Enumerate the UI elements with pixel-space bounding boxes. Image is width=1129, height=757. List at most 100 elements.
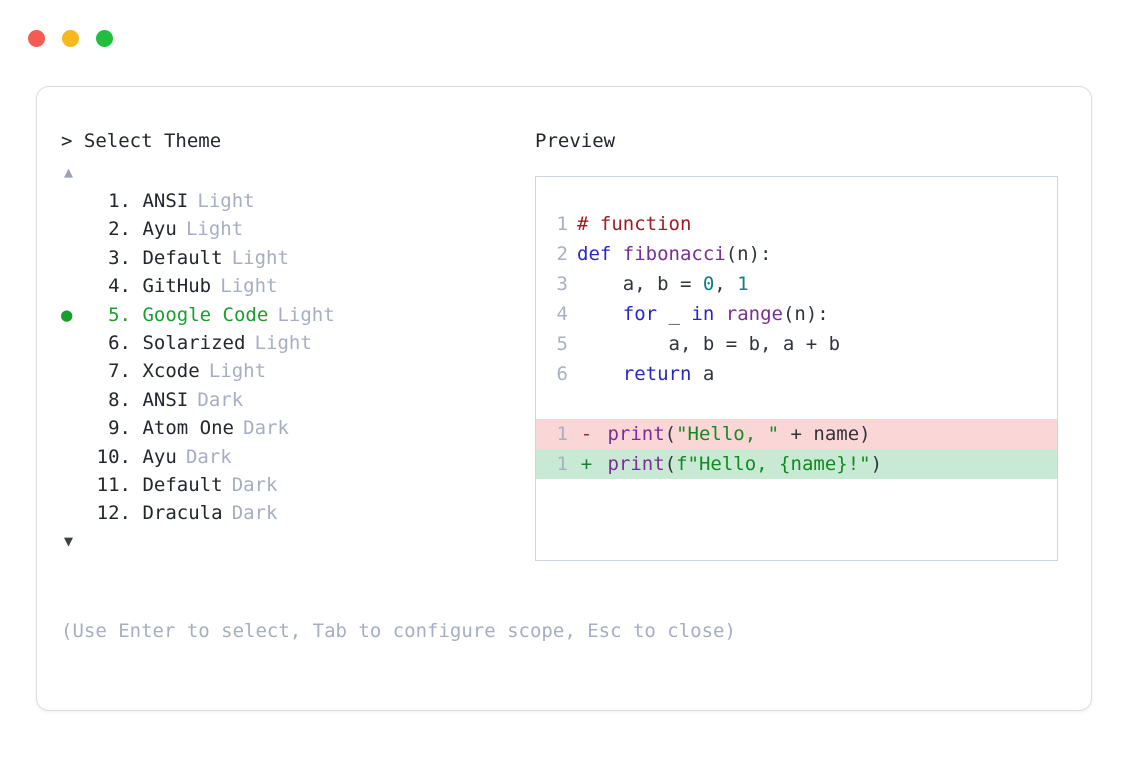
code-token: + name) [779,423,871,445]
theme-item-variant: Light [254,332,312,355]
code-line-text: return a [577,359,715,389]
theme-list-item[interactable]: ● 6. Solarized Light [61,329,531,357]
line-number: 2 [556,243,568,265]
scroll-down-icon[interactable]: ▼ [64,531,74,550]
selected-bullet-icon: ● [61,187,89,215]
selected-bullet-icon: ● [61,303,73,326]
theme-item-number: 11. [96,474,131,497]
selected-bullet-icon: ● [61,499,89,527]
selected-bullet-icon: ● [61,443,89,471]
maximize-window-icon[interactable] [96,30,113,47]
code-token: ) [870,453,883,475]
code-token: return [622,363,692,385]
theme-item-variant: Light [197,190,255,212]
theme-item-number: 8. [108,388,131,411]
code-token: a, b = b, a + b [577,333,841,355]
theme-item-name: GitHub [131,275,212,298]
code-token: 1 [737,273,749,295]
diff-line-text: print(f"Hello, {name}!") [596,449,882,479]
line-number: 3 [556,273,568,295]
code-token: "Hello, " [676,423,780,445]
code-token: (n): [782,303,829,325]
selected-bullet-icon: ● [61,414,89,442]
theme-item-name: Ayu [131,445,177,468]
theme-item-number: 4. [108,275,131,298]
code-line: 3 a, b = 0, 1 [536,269,1057,299]
theme-item-name: Default [131,474,223,497]
theme-item-number: 9. [108,417,131,440]
diff-line-number: 1 [556,423,568,445]
theme-item-name: Xcode [131,360,200,383]
code-token: 0 [702,273,715,295]
code-token: fibonacci [622,243,726,265]
diff-line-del: 1- print("Hello, " + name) [536,419,1057,449]
line-number: 5 [556,333,568,355]
theme-list-item[interactable]: ● 5. Google Code Light [61,301,531,329]
scroll-up-icon[interactable]: ▲ [64,163,74,181]
code-token: # function [577,213,692,235]
code-line-text: # function [577,209,691,239]
theme-item-number: 2. [108,218,131,241]
theme-list-item[interactable]: ● 10. Ayu Dark [61,443,531,471]
code-token: a [691,363,715,385]
prompt-header: > Select Theme [61,127,531,155]
theme-item-variant: Dark [231,474,278,497]
line-number: 4 [556,303,568,325]
code-token: ( [664,423,677,445]
selected-bullet-icon: ● [61,471,89,499]
theme-item-variant: Dark [185,445,232,468]
selected-bullet-icon: ● [61,244,89,272]
theme-item-variant: Light [185,218,244,241]
line-number: 6 [556,363,568,385]
theme-item-number: 1. [108,190,131,212]
selected-bullet-icon: ● [61,357,89,385]
theme-list-item[interactable]: ● 7. Xcode Light [61,357,531,385]
diff-line-add: 1+ print(f"Hello, {name}!") [536,449,1057,479]
preview-label: Preview [535,130,616,152]
theme-item-variant: Dark [231,502,278,525]
theme-item-number: 6. [108,332,131,355]
code-line: 4 for _ in range(n): [536,299,1057,329]
theme-item-number: 5. [108,303,131,326]
theme-item-name: Atom One [131,417,234,440]
theme-item-name: Solarized [131,332,246,355]
code-token [577,363,623,385]
code-token: range [725,303,783,325]
code-token: a, b = [577,273,703,295]
theme-item-name: Google Code [131,303,269,326]
theme-item-name: Ayu [131,218,177,241]
page-title: Select Theme [83,130,222,152]
theme-item-name: Default [131,246,223,269]
code-token: (n): [725,243,772,265]
code-line-text: a, b = 0, 1 [577,269,749,299]
theme-item-variant: Light [220,275,278,298]
code-line: 1 # function [536,209,1057,239]
close-window-icon[interactable] [28,30,45,47]
diff-sign: - [580,423,593,445]
theme-item-variant: Light [277,303,335,326]
theme-item-number: 7. [108,360,131,383]
theme-list-item[interactable]: ● 11. Default Dark [61,471,531,499]
diff-line-text: print("Hello, " + name) [596,419,871,449]
minimize-window-icon[interactable] [62,30,79,47]
selected-bullet-icon: ● [61,329,89,357]
theme-item-variant: Light [208,360,267,383]
line-number: 1 [556,213,568,235]
code-token [577,303,623,325]
theme-item-name: Dracula [131,502,223,525]
theme-item-number: 10. [96,445,131,468]
theme-item-variant: Dark [197,388,244,411]
